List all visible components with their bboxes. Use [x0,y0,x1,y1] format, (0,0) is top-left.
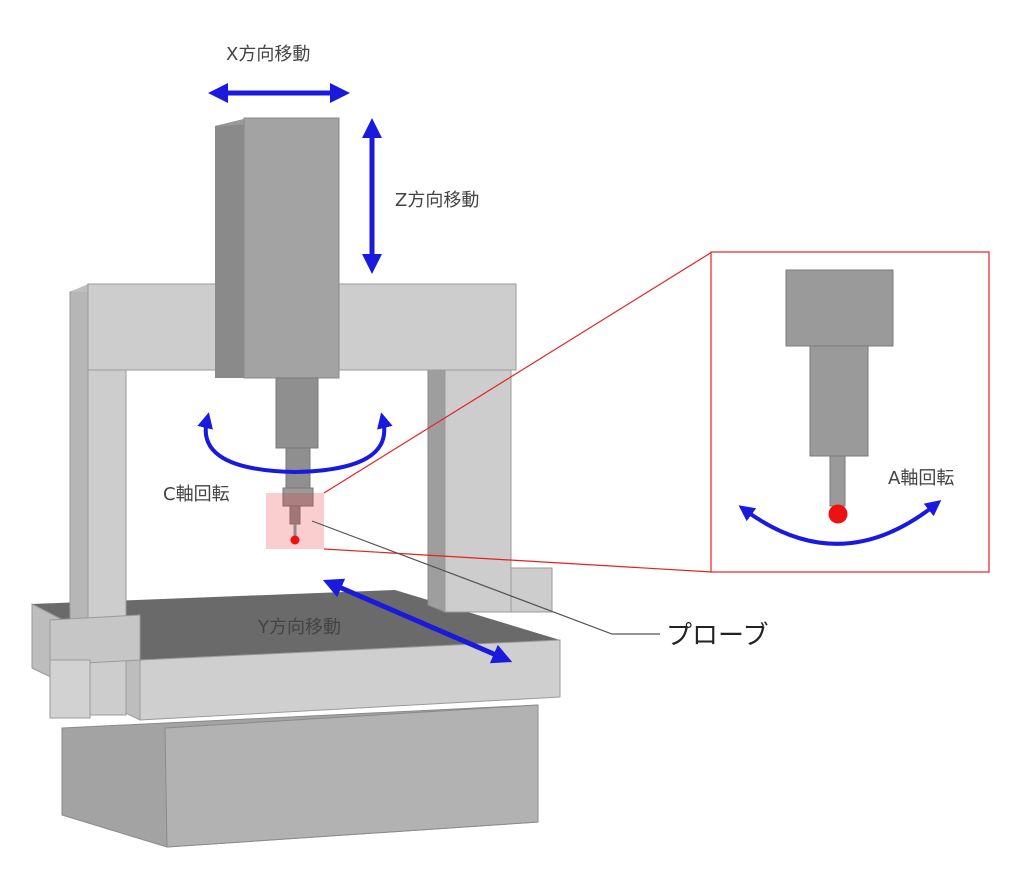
y-direction-arrow [322,578,513,664]
probe-leader-line [311,520,660,635]
inset-probe-tip [828,504,848,524]
c-axis-rotation-arrow [197,412,393,475]
inset-probe-head [785,269,894,347]
zoom-line-top [323,251,713,494]
x-move-label: X方向移動 [226,44,310,65]
a-axis-rotation-arrow [738,500,942,546]
a-rotation-label: A軸回転 [888,468,954,489]
left-column [49,285,141,719]
probe-tip-small [290,535,300,545]
zoom-line-bottom [323,548,713,573]
z-move-label: Z方向移動 [395,190,479,211]
right-column [427,365,553,613]
z-ram [215,117,340,525]
zoom-inset [710,251,990,573]
inset-stylus [829,455,846,507]
c-rotation-label: C軸回転 [163,484,230,505]
probe-label: プローブ [666,621,768,651]
y-move-label: Y方向移動 [257,617,341,638]
machine-base [61,704,539,848]
inset-probe-body [809,345,869,457]
